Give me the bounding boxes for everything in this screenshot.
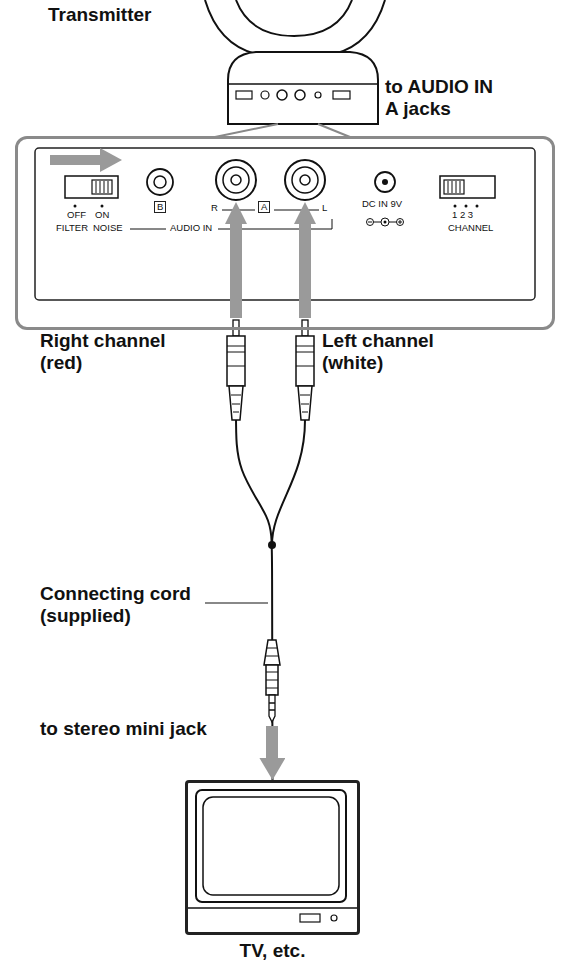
mini-jack	[277, 90, 287, 100]
mini-plug	[269, 695, 275, 722]
jack	[231, 175, 241, 185]
tv-control	[331, 915, 337, 921]
node-label: 1 2 3	[452, 210, 473, 220]
body-edge	[228, 83, 378, 85]
transmitter-body: Transmitter	[228, 52, 378, 124]
channel-switch	[440, 176, 495, 198]
callout-label: Connecting cord (supplied)	[40, 583, 215, 627]
node-label: DC IN 9V	[362, 199, 402, 209]
jack	[216, 160, 256, 200]
slide-arrow	[50, 155, 100, 165]
rca-plug	[229, 386, 243, 420]
node-label: FILTER	[56, 223, 88, 233]
position-dot	[454, 205, 457, 208]
dc-jack	[382, 179, 388, 185]
insert-arrow	[294, 202, 316, 224]
jack	[147, 169, 173, 195]
polarity-symbol	[381, 218, 389, 226]
headband	[236, 0, 352, 36]
node-label: ON	[95, 210, 109, 220]
dc-jack	[375, 172, 395, 192]
mini-jack	[315, 92, 321, 98]
rca-plug	[300, 395, 310, 412]
jack	[154, 176, 166, 188]
jack	[223, 167, 249, 193]
mini-jack	[295, 90, 305, 100]
callout-label: Right channel (red)	[40, 330, 190, 374]
insert-arrow	[266, 726, 278, 760]
node-label: Transmitter	[48, 4, 151, 26]
tv-screen	[203, 797, 339, 895]
callout-label: to AUDIO IN A jacks	[385, 76, 503, 120]
node-label: NOISE	[93, 223, 123, 233]
node-label: OFF	[67, 210, 86, 220]
node-label: AUDIO IN	[170, 223, 212, 233]
mini-plug	[266, 648, 278, 656]
node-label: A	[258, 201, 270, 213]
node-label: CHANNEL	[448, 223, 493, 233]
mini-switch	[333, 91, 350, 99]
tv-control	[300, 914, 320, 922]
filter-switch	[65, 176, 118, 198]
tv-bezel	[196, 790, 346, 902]
callout-label: to stereo mini jack	[40, 718, 270, 740]
jack	[292, 167, 318, 193]
jack	[300, 175, 310, 185]
polarity-symbol	[368, 220, 402, 224]
mini-plug	[266, 672, 278, 688]
position-dot	[476, 205, 479, 208]
cord-branch	[272, 420, 305, 545]
insert-arrow	[230, 223, 242, 318]
headband	[334, 0, 385, 54]
rear-panel: OFF ON FILTER NOISE B R A L AUDIO IN DC IN 9V 1 2 …	[15, 136, 555, 330]
rca-plug	[296, 336, 314, 386]
node-label: L	[322, 203, 327, 213]
headband	[205, 0, 256, 54]
polarity-symbol	[384, 221, 387, 224]
switch-grip	[448, 181, 460, 193]
rca-plug	[298, 386, 312, 420]
switch-grip	[96, 181, 108, 193]
node-label: R	[211, 203, 218, 213]
leader-line	[205, 602, 268, 604]
insert-arrow	[299, 223, 311, 318]
callout-label: Left channel (white)	[322, 330, 462, 374]
mini-plug	[264, 640, 280, 665]
position-dot	[74, 205, 77, 208]
rca-plug	[231, 395, 241, 412]
mini-plug	[266, 665, 278, 695]
rca-plug	[227, 336, 245, 386]
slide-arrow	[100, 148, 122, 172]
position-dot	[465, 205, 468, 208]
insert-arrow	[225, 202, 247, 224]
tv-base	[188, 907, 357, 909]
node-label: B	[154, 201, 166, 213]
position-dot	[101, 205, 104, 208]
transmitter-body	[228, 52, 378, 124]
mini-jack	[261, 91, 269, 99]
rca-plug	[296, 346, 314, 366]
tv-set: TV, etc.	[185, 780, 360, 935]
cord-junction	[268, 541, 276, 549]
switch-knob	[92, 180, 112, 194]
mini-switch	[236, 91, 252, 99]
jack	[285, 160, 325, 200]
mini-plug	[269, 703, 275, 710]
rca-plug	[227, 346, 245, 366]
panel-face	[35, 148, 535, 300]
node-label: TV, etc.	[188, 940, 357, 962]
switch-knob	[444, 180, 464, 194]
